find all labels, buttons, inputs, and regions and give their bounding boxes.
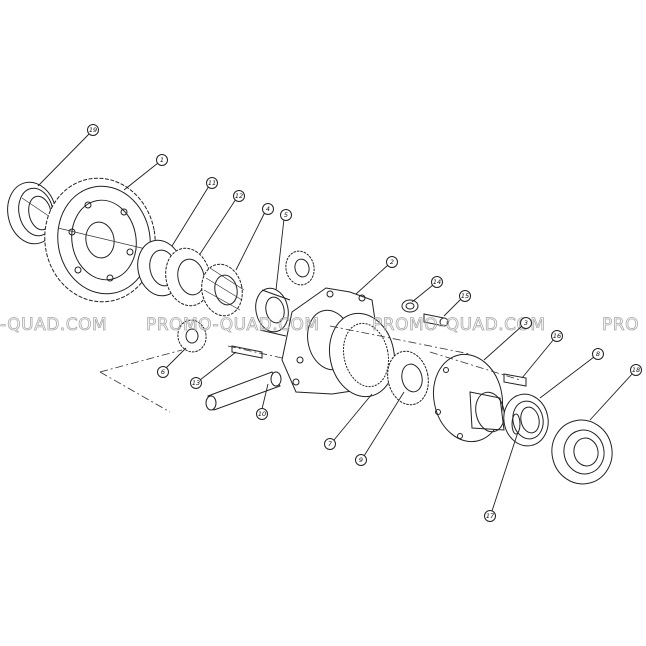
callout-11	[206, 177, 218, 189]
part-15-bolt	[423, 313, 449, 327]
part-17-oring	[511, 413, 521, 435]
callout-15	[459, 290, 471, 302]
callout-14	[431, 276, 443, 288]
callout-6	[157, 366, 169, 378]
callout-9	[355, 454, 367, 466]
callout-16	[551, 330, 563, 342]
callout-14-label: 14	[433, 278, 441, 286]
part-9-spur-gear	[387, 350, 429, 406]
callout-4	[262, 203, 274, 215]
watermark-segment: PRO	[602, 315, 639, 335]
callouts: 19 1 11 12 4 5 2 14 15	[37, 124, 642, 522]
part-18-bearing	[551, 419, 613, 485]
callout-12	[233, 190, 245, 202]
callout-7-label: 7	[328, 440, 333, 448]
part-5-hub	[255, 287, 291, 337]
callout-1	[156, 154, 168, 166]
watermark-segment: PROMO-QUAD.COM	[372, 315, 546, 335]
watermark: -QUAD.COM PROMO-QUAD.COM PROMO-QUAD.COM …	[0, 315, 639, 336]
callout-8-label: 8	[596, 350, 600, 358]
part-4-side-gear	[201, 263, 245, 317]
part-6-pinion	[177, 319, 207, 353]
part-8-seal-ring	[503, 393, 549, 447]
callout-7	[324, 438, 336, 450]
callout-12-label: 12	[235, 192, 243, 200]
callout-1-label: 1	[160, 156, 164, 164]
callout-2	[386, 256, 398, 268]
callout-17	[484, 510, 496, 522]
callout-5	[280, 209, 292, 221]
callout-3-label: 3	[524, 319, 528, 327]
callout-17-label: 17	[486, 512, 495, 520]
callout-13	[190, 377, 202, 389]
callout-2-label: 2	[390, 258, 394, 266]
watermark-segment: -QUAD.COM	[0, 315, 107, 335]
part-1-ring-gear	[44, 177, 156, 303]
callout-10	[256, 408, 268, 420]
part-3-cover-flange	[433, 353, 505, 443]
callout-5-label: 5	[284, 211, 288, 219]
part-10-shaft	[205, 371, 282, 411]
callout-6-label: 6	[161, 368, 165, 376]
callout-8	[592, 348, 604, 360]
callout-16-label: 16	[553, 332, 561, 340]
callout-4-label: 4	[266, 205, 270, 213]
part-13-pin	[231, 345, 263, 359]
callout-13-label: 13	[192, 379, 200, 387]
part-14-bushing	[401, 299, 419, 313]
callout-10-label: 10	[258, 410, 266, 418]
callout-18-label: 18	[632, 366, 640, 374]
callout-19	[87, 124, 99, 136]
callout-15-label: 15	[461, 292, 469, 300]
callout-19-label: 19	[89, 126, 97, 134]
callout-9-label: 9	[359, 456, 363, 464]
callout-18	[630, 364, 642, 376]
assembly-centerlines	[99, 325, 521, 413]
watermark-segment: PROMO-QUAD.COM	[146, 315, 320, 335]
callout-11-label: 11	[208, 179, 216, 187]
callout-3	[520, 317, 532, 329]
pinion-gear-top	[285, 250, 315, 286]
